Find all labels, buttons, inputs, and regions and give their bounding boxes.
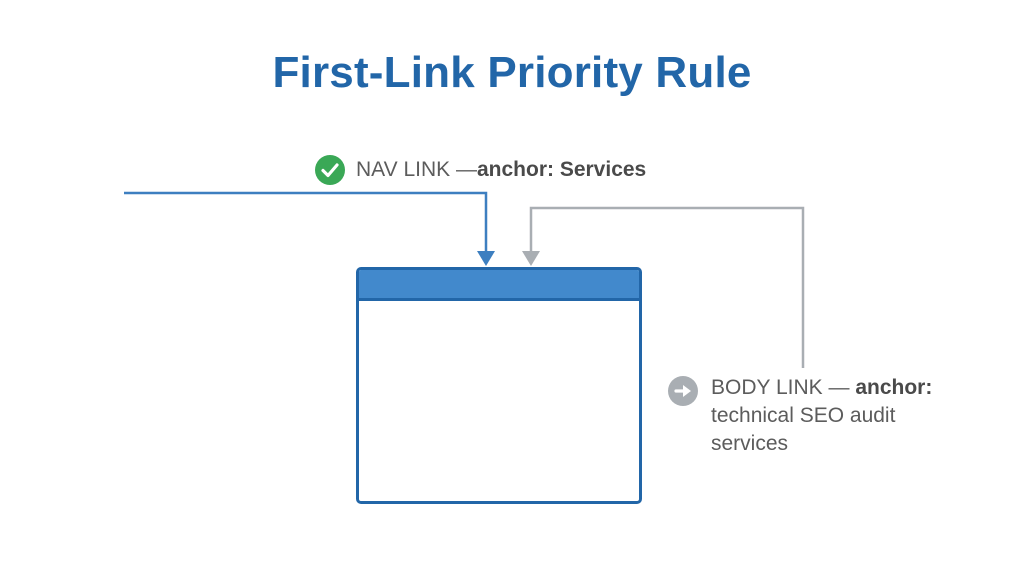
body-link-connector <box>529 206 805 368</box>
nav-link-connector <box>124 191 488 252</box>
body-link-anchor-label: anchor: <box>855 376 933 399</box>
body-link-anchor-text: technical SEO audit services <box>711 404 896 455</box>
browser-window-icon <box>356 267 642 504</box>
nav-link-anchor: anchor: Services <box>476 158 647 181</box>
body-link-prefix: BODY LINK — <box>711 376 856 399</box>
body-link-label: BODY LINK — anchor: technical SEO audit … <box>668 374 968 458</box>
nav-link-arrowhead <box>477 251 495 266</box>
arrow-circle-icon <box>668 376 698 406</box>
nav-link-label: NAV LINK — anchor: Services <box>315 153 646 187</box>
window-header-bar <box>359 270 639 301</box>
page-title: First-Link Priority Rule <box>272 48 752 97</box>
body-link-arrowhead <box>522 251 540 266</box>
check-circle-icon <box>315 155 345 185</box>
nav-link-prefix: NAV LINK — <box>356 158 477 181</box>
